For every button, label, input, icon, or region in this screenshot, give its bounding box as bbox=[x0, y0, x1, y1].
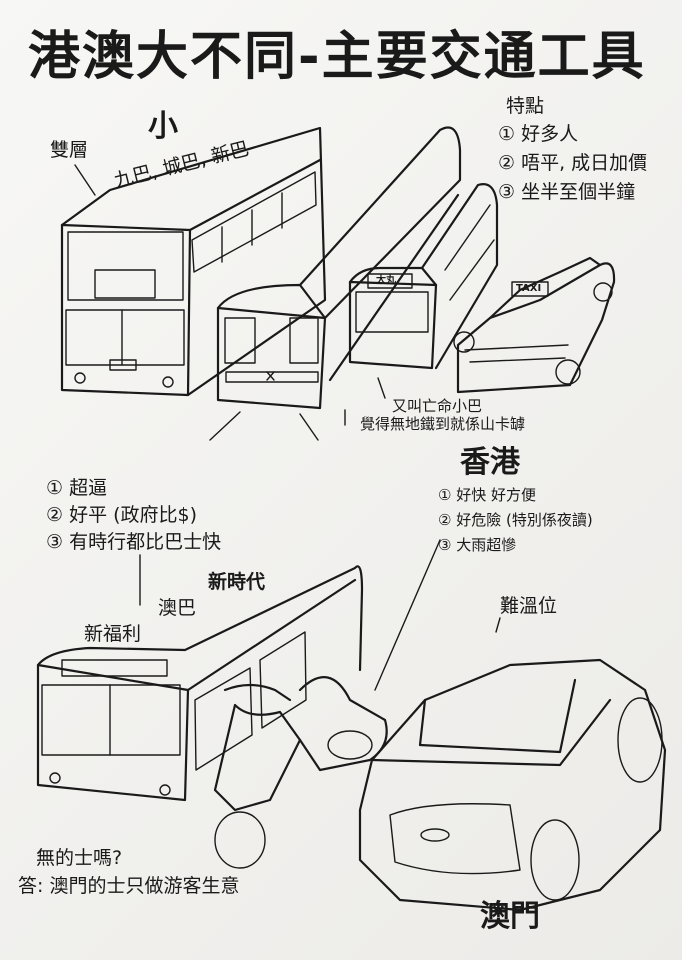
double-decker-label: 雙層 bbox=[50, 139, 89, 161]
hk-region-label: 香港 bbox=[460, 445, 520, 480]
car-point-2: ② 好危險 (特別係夜讀) bbox=[438, 511, 593, 529]
car-point-1: ① 好快 好方便 bbox=[438, 486, 536, 504]
taxi-hard-label: 難溫位 bbox=[500, 595, 558, 617]
macau-bus-point-2: ② 好平 (政府比$) bbox=[46, 504, 198, 526]
taxi-drawing bbox=[456, 256, 616, 394]
bus-name-new-era: 新時代 bbox=[208, 571, 266, 593]
bus-name-macau: 澳巴 bbox=[158, 597, 197, 619]
answer-text: 答: 澳門的士只做游客生意 bbox=[18, 875, 240, 897]
feature-item-3: ③ 坐半至個半鐘 bbox=[498, 181, 636, 203]
features-heading: 特點 bbox=[506, 95, 545, 117]
macau-bus-drawing bbox=[36, 565, 364, 802]
private-car-drawing bbox=[358, 658, 667, 912]
page-title: 港澳大不同-主要交通工具 bbox=[28, 27, 646, 87]
minibus-note-1: 又叫亡命小巴 bbox=[392, 397, 483, 415]
macau-bus-point-3: ③ 有時行都比巴士快 bbox=[46, 531, 222, 553]
taxi-sign: TAXI bbox=[516, 283, 542, 294]
minibus-drawing bbox=[348, 183, 499, 370]
scooter-drawing bbox=[213, 676, 388, 869]
feature-item-2: ② 唔平, 成日加價 bbox=[498, 152, 648, 174]
question-text: 無的士嗎? bbox=[36, 847, 123, 869]
macau-region-label: 澳門 bbox=[480, 899, 540, 934]
small-mark: 小 bbox=[148, 109, 178, 144]
minibus-sign: 大丸 bbox=[376, 275, 396, 286]
feature-item-1: ① 好多人 bbox=[498, 123, 579, 145]
car-point-3: ③ 大雨超慘 bbox=[438, 536, 517, 554]
minibus-note-2: 覺得無地鐵到就係山卡罅 bbox=[360, 415, 526, 433]
macau-bus-point-1: ① 超逼 bbox=[46, 477, 108, 499]
bus-name-transmac: 新福利 bbox=[84, 623, 142, 645]
arrow-icon bbox=[74, 164, 96, 196]
double-decker-bus-drawing bbox=[60, 126, 327, 397]
